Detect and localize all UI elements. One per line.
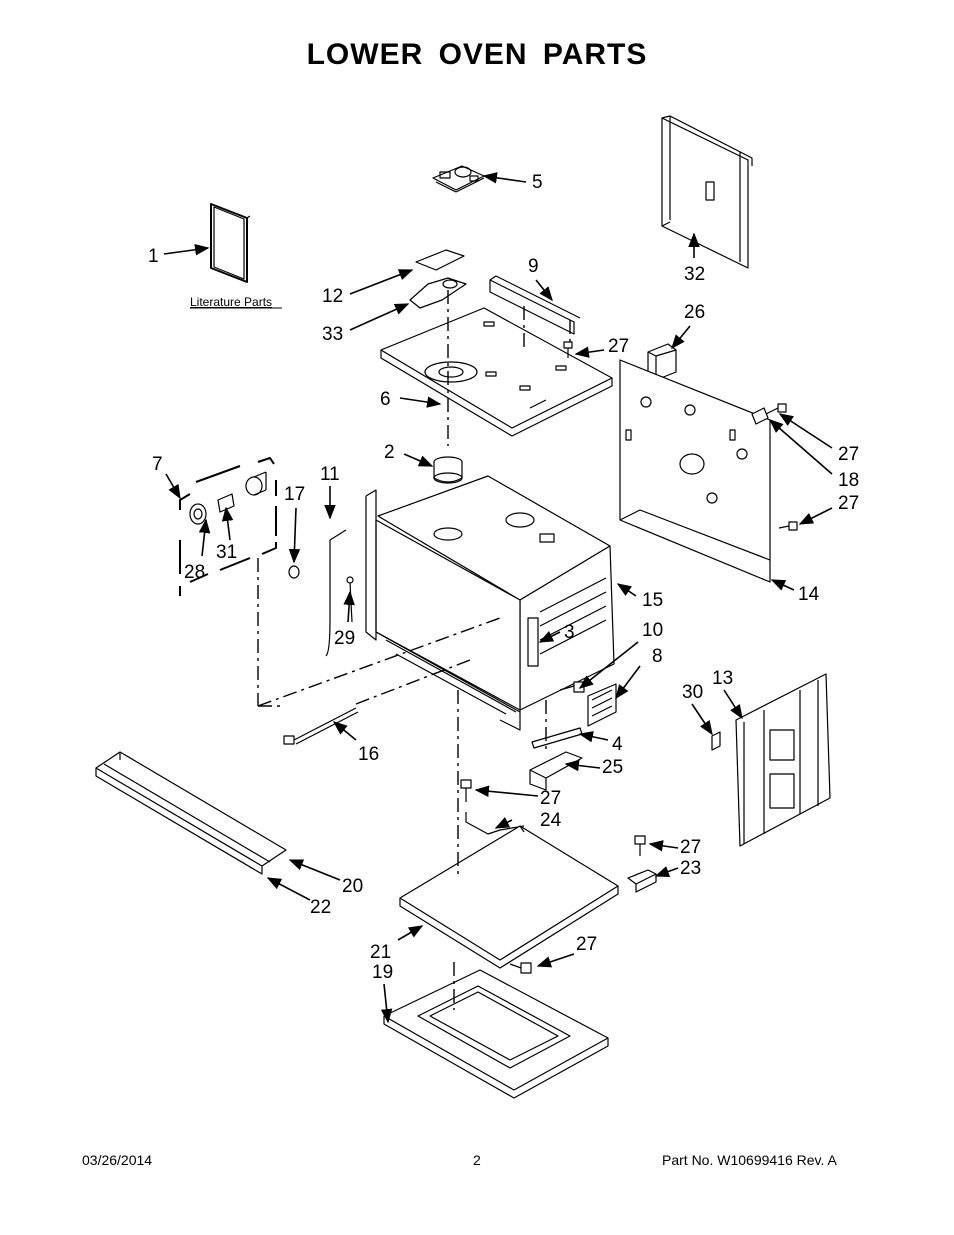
bake-element-part — [283, 707, 359, 745]
group-outline-7 — [179, 457, 277, 596]
wire-part — [465, 812, 525, 835]
callout-21: 21 — [370, 942, 391, 963]
callout-25: 25 — [602, 757, 623, 778]
oven-cavity — [365, 475, 615, 731]
vent-cover-parts — [409, 249, 467, 309]
literature-booklet — [210, 203, 251, 283]
page-title: LOWER OVEN PARTS — [306, 38, 648, 71]
leader-arrows — [163, 172, 833, 1024]
callout-26: 26 — [684, 302, 705, 323]
callout-27-f: 27 — [576, 934, 597, 955]
callout-17: 17 — [284, 484, 305, 505]
callout-31: 31 — [216, 542, 237, 563]
callout-2: 2 — [384, 442, 395, 463]
callout-12: 12 — [322, 286, 343, 307]
callout-32: 32 — [684, 264, 705, 285]
callout-27-b: 27 — [838, 444, 859, 465]
callout-18: 18 — [838, 470, 859, 491]
callout-10: 10 — [642, 620, 663, 641]
literature-parts-label: Literature Parts — [190, 295, 272, 309]
callout-23: 23 — [680, 858, 701, 879]
callout-33: 33 — [322, 324, 343, 345]
footer-part-number: Part No. W10699416 Rev. A — [662, 1152, 837, 1168]
callout-6: 6 — [380, 389, 391, 410]
footer-page-number: 2 — [473, 1152, 481, 1168]
control-module-part — [432, 165, 485, 193]
screw-parts — [460, 341, 798, 974]
callout-11: 11 — [320, 464, 340, 485]
bottom-panel — [399, 825, 619, 969]
oven-top-plate — [380, 307, 613, 437]
callout-labels: 1 2 3 4 5 6 7 8 9 10 11 12 13 14 15 16 1… — [148, 172, 859, 983]
side-trim-part — [95, 751, 287, 875]
light-bulb-part — [288, 565, 300, 579]
callout-24: 24 — [540, 810, 562, 831]
bracket-part-23 — [627, 869, 657, 893]
callout-29: 29 — [334, 628, 355, 649]
callout-7: 7 — [152, 454, 163, 475]
callout-27-c: 27 — [838, 493, 859, 514]
callout-20: 20 — [342, 876, 363, 897]
callout-27-a: 27 — [608, 336, 629, 357]
sensor-probe-part — [325, 529, 347, 657]
knob-switch-parts — [189, 471, 267, 525]
callout-3: 3 — [564, 622, 575, 643]
callout-19: 19 — [372, 962, 393, 983]
bracket-part-4 — [531, 727, 583, 749]
top-rail-part — [489, 275, 581, 335]
callout-13: 13 — [712, 668, 733, 689]
hinge-screw-part — [346, 576, 354, 623]
footer-date: 03/26/2014 — [82, 1152, 153, 1168]
clip-part — [711, 731, 721, 751]
side-panel — [735, 673, 831, 847]
callout-27-d: 27 — [540, 788, 561, 809]
fan-motor-part — [433, 456, 463, 484]
bracket-part-25 — [529, 751, 583, 791]
callout-9: 9 — [528, 256, 539, 277]
callout-27-e: 27 — [680, 837, 701, 858]
callout-15: 15 — [642, 590, 663, 611]
callout-28: 28 — [184, 562, 205, 583]
callout-16: 16 — [358, 744, 379, 765]
callout-4: 4 — [612, 734, 623, 755]
base-pan — [383, 969, 609, 1099]
callout-30: 30 — [682, 682, 703, 703]
callout-14: 14 — [798, 584, 820, 605]
callout-22: 22 — [310, 897, 331, 918]
rear-panel — [619, 359, 771, 583]
callout-8: 8 — [652, 646, 663, 667]
callout-5: 5 — [532, 172, 543, 193]
center-lines — [257, 290, 571, 1010]
callout-1: 1 — [148, 246, 159, 267]
rear-cover-panel — [661, 115, 753, 269]
vent-grille-part — [587, 683, 617, 727]
